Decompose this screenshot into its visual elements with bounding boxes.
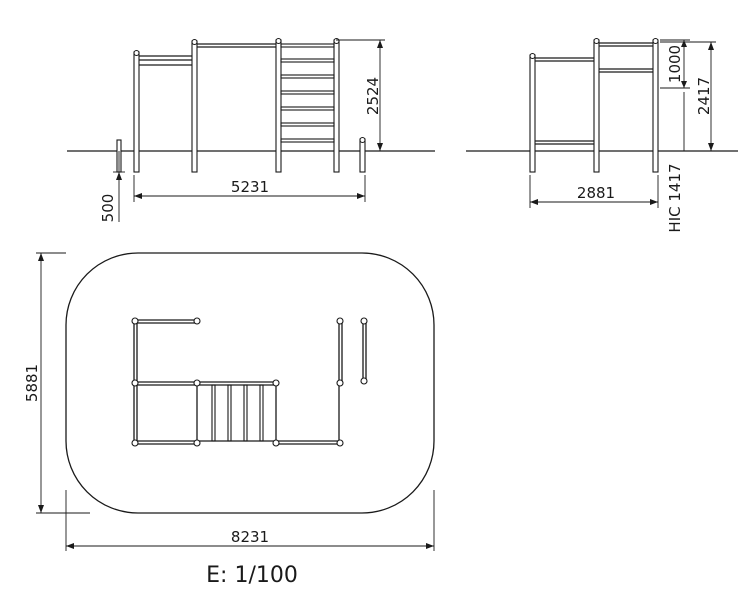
front-height-dimension: 2524	[336, 39, 385, 151]
plan-equipment	[131, 317, 368, 447]
plan-width-label: 8231	[231, 528, 269, 546]
side-height-label: 2417	[695, 77, 713, 115]
side-post-2	[593, 39, 600, 173]
front-width-label: 5231	[231, 178, 269, 196]
front-height-label: 2524	[364, 77, 382, 115]
safety-zone	[65, 252, 435, 514]
side-top-label: 1000	[666, 45, 684, 83]
front-depth-dimension: 500	[99, 151, 125, 222]
side-width-label: 2881	[577, 184, 615, 202]
front-post-2	[191, 40, 198, 173]
plan-view: 5881 8231	[23, 252, 435, 551]
plan-height-label: 5881	[23, 364, 41, 402]
scale-label: E: 1/100	[206, 563, 298, 588]
front-depth-label: 500	[99, 194, 117, 223]
front-width-dimension: 5231	[133, 175, 366, 202]
front-view: 2524 5231 500	[67, 37, 435, 222]
side-post-1	[529, 54, 536, 173]
front-post-5	[359, 138, 366, 173]
front-post-4	[333, 39, 340, 173]
plan-width-dimension: 8231	[65, 490, 435, 551]
front-ladder	[280, 43, 335, 143]
side-hic-dimension: HIC 1417	[666, 92, 685, 233]
side-width-dimension: 2881	[529, 175, 659, 208]
side-post-3	[652, 39, 659, 173]
side-height-dimension: 2417	[660, 41, 716, 151]
side-view: 1000 2417 HIC 1417 2881	[466, 37, 738, 233]
side-top-dimension: 1000	[660, 39, 690, 89]
plan-height-dimension: 5881	[23, 252, 90, 514]
front-post-3	[275, 39, 282, 173]
front-post-1	[133, 51, 140, 173]
side-hic-label: HIC 1417	[666, 163, 684, 232]
